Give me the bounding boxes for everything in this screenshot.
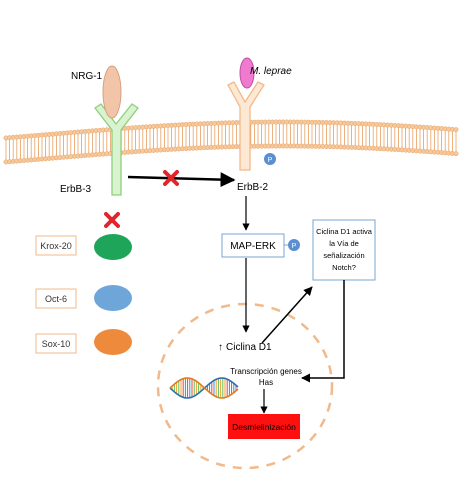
cyclin-to-notch-arrow [261,286,313,344]
tf-oct6-oval [94,285,132,311]
tf-krox20: Krox-20 [35,234,132,260]
maperk-phospho-label: P [292,243,297,250]
dna-helix [169,377,239,399]
tf-krox20-oval [94,234,132,260]
cyclin-up-arrow: ↑ [218,342,223,353]
transcription-line-1: Transcripción genes [230,367,302,376]
erbb2-phospho [264,153,276,165]
tf-sox10: Sox-10 [35,329,132,355]
maperk-phospho [288,239,300,251]
block-x-icon [163,170,179,186]
nrg1-ligand [102,65,122,119]
block-x-icon [104,212,120,228]
lipid-head [453,151,459,157]
erbb3-label: ErbB-3 [60,184,92,195]
tf-sox10-label: Sox-10 [42,339,71,349]
cyclin-d1-label: Ciclina D1 [226,342,272,353]
tf-krox20-label: Krox-20 [40,241,72,251]
notch-line-4: Notch? [332,263,356,272]
mleprae-bacterium [239,57,255,89]
erbb3-to-erbb2-arrow [127,172,236,188]
nucleus [156,302,334,470]
erbb2-label: ErbB-2 [237,182,269,193]
demyelination-box [228,414,300,439]
erbb2-receptor [227,81,265,171]
cell-membrane [3,119,459,165]
tf-sox10-oval [94,329,132,355]
notch-to-transcription-arrow [301,280,345,383]
maperk-label: MAP-ERK [230,241,276,252]
notch-line-1: Ciclina D1 activa [316,227,373,236]
tf-oct6-label: Oct-6 [45,294,67,304]
notch-question-box [312,219,376,281]
erbb2-phospho-label: P [268,157,273,164]
nrg1-label: NRG-1 [71,71,103,82]
notch-line-2: la Vía de [329,239,359,248]
notch-line-3: señalización [323,251,364,260]
dna-strand [169,377,239,399]
mleprae-label: M. leprae [250,66,292,77]
lipid-head [453,127,459,133]
transcription-line-2: Has [259,378,273,387]
demyelination-label: Desmielinización [232,422,296,432]
tf-oct6: Oct-6 [35,285,132,311]
